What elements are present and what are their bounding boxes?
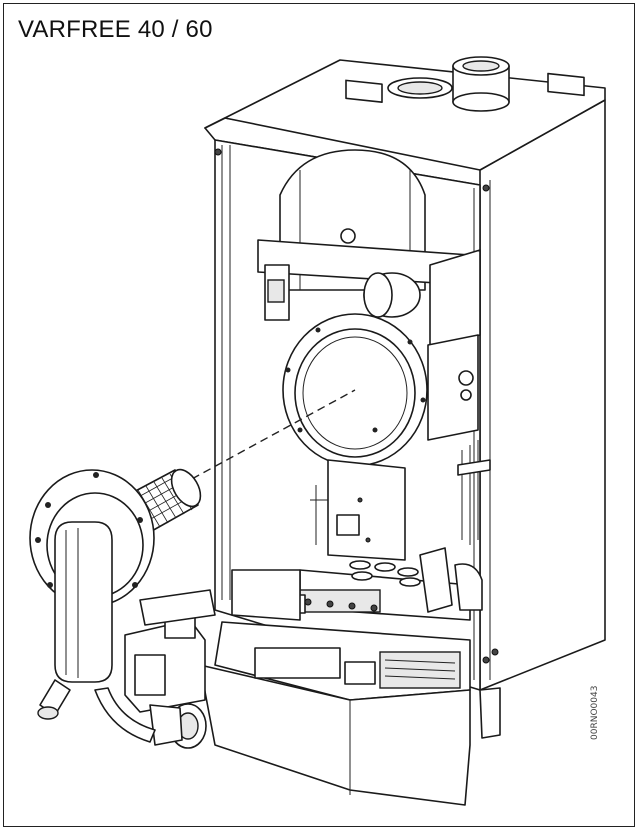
drawing-code: 00RNO0043 [590, 685, 600, 740]
flue-outlets [387, 56, 510, 112]
diagram-title: VARFREE 40 / 60 [18, 16, 213, 43]
control-panel-tray [199, 621, 501, 806]
burner-assembly [29, 468, 216, 749]
lower-piping [231, 547, 483, 621]
